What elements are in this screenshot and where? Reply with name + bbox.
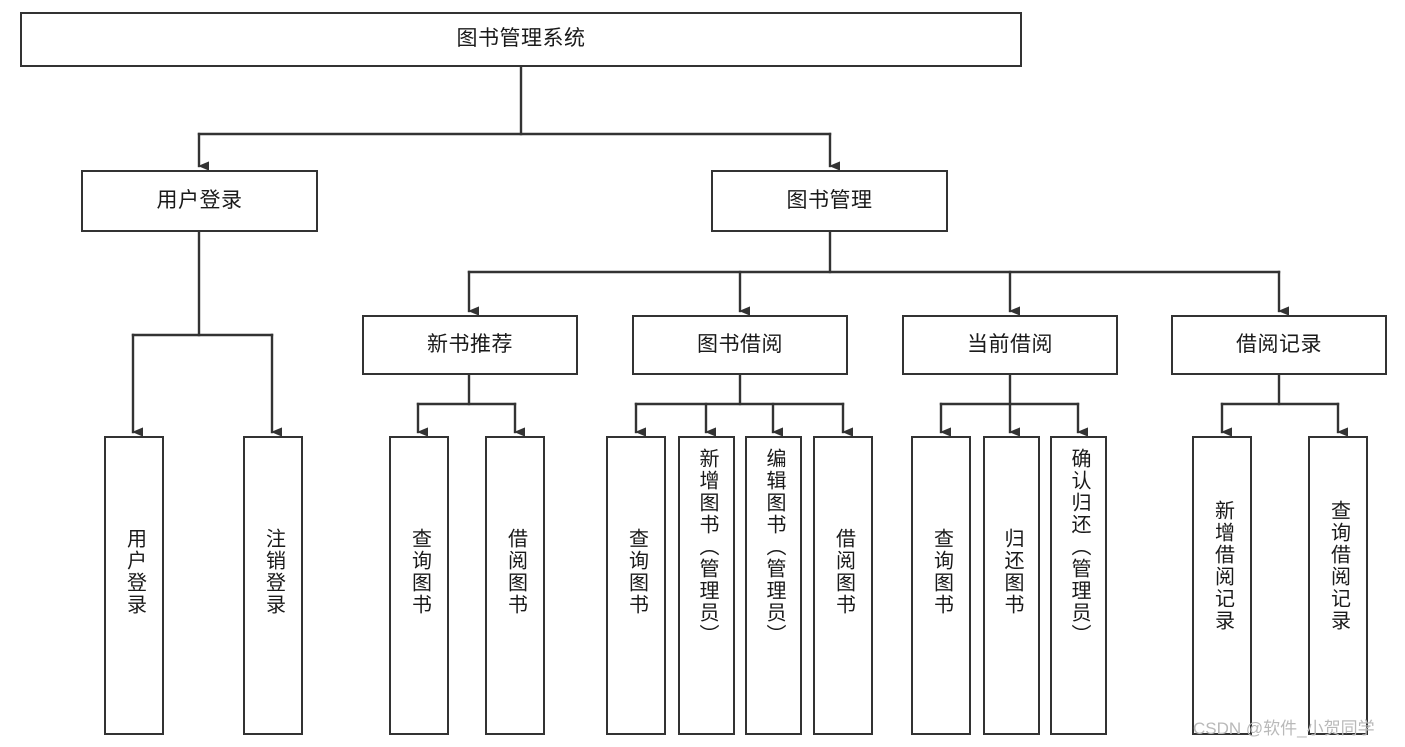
node-leaf-borrow-book-1[interactable]: 借阅图书 (485, 436, 545, 735)
node-leaf-query-book-1[interactable]: 查询图书 (389, 436, 449, 735)
node-book-borrow[interactable]: 图书借阅 (632, 315, 848, 375)
node-leaf-add-record-label: 新增借阅记录 (1211, 500, 1234, 632)
node-leaf-add-book[interactable]: 新增图书（管理员） (678, 436, 735, 735)
node-leaf-add-book-label: 新增图书（管理员） (696, 448, 718, 646)
node-borrow-record-label: 借阅记录 (1236, 332, 1322, 356)
node-book-management[interactable]: 图书管理 (711, 170, 948, 232)
node-leaf-user-login-label: 用户登录 (123, 528, 146, 616)
node-leaf-borrow-book-2-label: 借阅图书 (832, 528, 855, 616)
node-new-book-recommend-label: 新书推荐 (427, 332, 513, 356)
node-root-book-management-system[interactable]: 图书管理系统 (20, 12, 1022, 67)
node-current-borrow-label: 当前借阅 (967, 332, 1053, 356)
node-leaf-query-book-2[interactable]: 查询图书 (606, 436, 666, 735)
node-current-borrow[interactable]: 当前借阅 (902, 315, 1118, 375)
node-leaf-query-book-3-label: 查询图书 (930, 528, 953, 616)
node-leaf-query-book-2-label: 查询图书 (625, 528, 648, 616)
node-leaf-confirm-return-label: 确认归还（管理员） (1068, 448, 1090, 646)
node-borrow-record[interactable]: 借阅记录 (1171, 315, 1387, 375)
node-leaf-user-logout-label: 注销登录 (262, 528, 285, 616)
node-user-login[interactable]: 用户登录 (81, 170, 318, 232)
csdn-watermark: CSDN @软件_小贺同学 (1193, 719, 1375, 738)
node-leaf-user-login[interactable]: 用户登录 (104, 436, 164, 735)
node-leaf-edit-book-label: 编辑图书（管理员） (763, 448, 785, 646)
node-leaf-borrow-book-2[interactable]: 借阅图书 (813, 436, 873, 735)
node-leaf-return-book-label: 归还图书 (1001, 528, 1023, 616)
node-leaf-borrow-book-1-label: 借阅图书 (504, 528, 527, 616)
node-leaf-query-book-3[interactable]: 查询图书 (911, 436, 971, 735)
node-leaf-query-record[interactable]: 查询借阅记录 (1308, 436, 1368, 735)
node-leaf-return-book[interactable]: 归还图书 (983, 436, 1040, 735)
node-root-label: 图书管理系统 (456, 27, 586, 51)
node-user-login-label: 用户登录 (156, 188, 243, 212)
node-leaf-user-logout[interactable]: 注销登录 (243, 436, 303, 735)
node-leaf-edit-book[interactable]: 编辑图书（管理员） (745, 436, 802, 735)
node-leaf-query-book-1-label: 查询图书 (408, 528, 431, 616)
node-leaf-confirm-return[interactable]: 确认归还（管理员） (1050, 436, 1107, 735)
node-book-management-label: 图书管理 (786, 188, 873, 212)
node-new-book-recommend[interactable]: 新书推荐 (362, 315, 578, 375)
node-book-borrow-label: 图书借阅 (697, 332, 783, 356)
node-leaf-query-record-label: 查询借阅记录 (1327, 500, 1350, 632)
node-leaf-add-record[interactable]: 新增借阅记录 (1192, 436, 1252, 735)
